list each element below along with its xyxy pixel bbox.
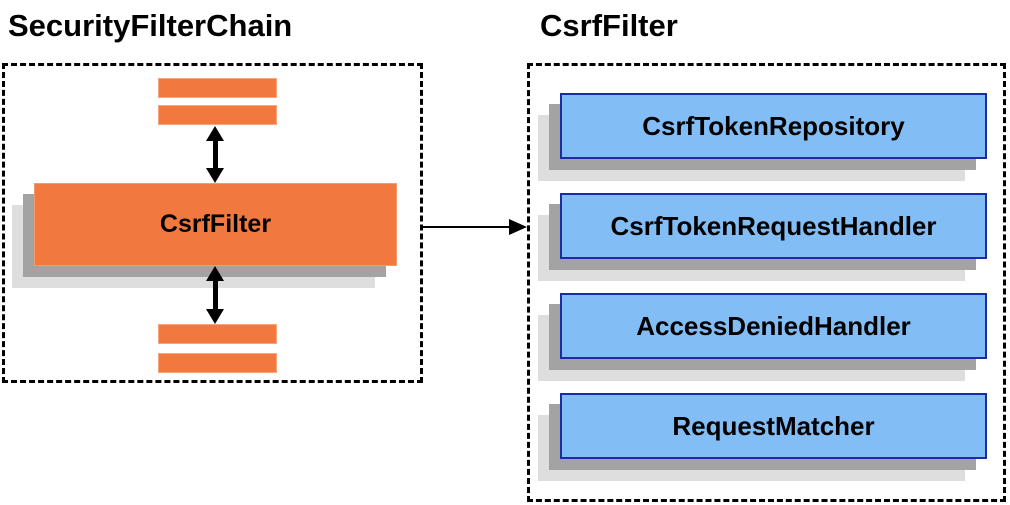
component-box-label: RequestMatcher — [560, 393, 987, 459]
filter-chain-bar-bottom-1 — [158, 324, 277, 344]
arrowhead-up-icon — [206, 266, 224, 281]
component-box-csrf-token-request-handler: CsrfTokenRequestHandler — [538, 193, 987, 281]
csrf-filter-box-label: CsrfFilter — [34, 183, 397, 266]
arrow-shaft — [423, 226, 512, 228]
arrow-shaft — [212, 278, 218, 312]
csrf-filter-title: CsrfFilter — [540, 8, 678, 43]
arrowhead-right-icon — [509, 219, 527, 235]
filter-chain-bar-top-1 — [158, 78, 277, 98]
arrowhead-up-icon — [206, 126, 224, 141]
arrowhead-down-icon — [206, 168, 224, 183]
component-box-request-matcher: RequestMatcher — [538, 393, 987, 481]
csrf-filter-box: CsrfFilter — [12, 183, 397, 288]
security-filter-chain-title: SecurityFilterChain — [8, 8, 293, 43]
double-arrow-bottom — [206, 266, 224, 324]
component-box-access-denied-handler: AccessDeniedHandler — [538, 293, 987, 381]
link-arrow — [423, 219, 527, 235]
csrf-filter-container — [527, 63, 1006, 502]
component-box-csrf-token-repository: CsrfTokenRepository — [538, 93, 987, 181]
security-filter-chain-container — [2, 63, 423, 383]
component-box-label: AccessDeniedHandler — [560, 293, 987, 359]
double-arrow-top — [206, 126, 224, 183]
arrowhead-down-icon — [206, 309, 224, 324]
filter-chain-bar-top-2 — [158, 105, 277, 125]
component-box-label: CsrfTokenRequestHandler — [560, 193, 987, 259]
component-box-label: CsrfTokenRepository — [560, 93, 987, 159]
arrow-shaft — [212, 138, 218, 171]
filter-chain-bar-bottom-2 — [158, 353, 277, 373]
